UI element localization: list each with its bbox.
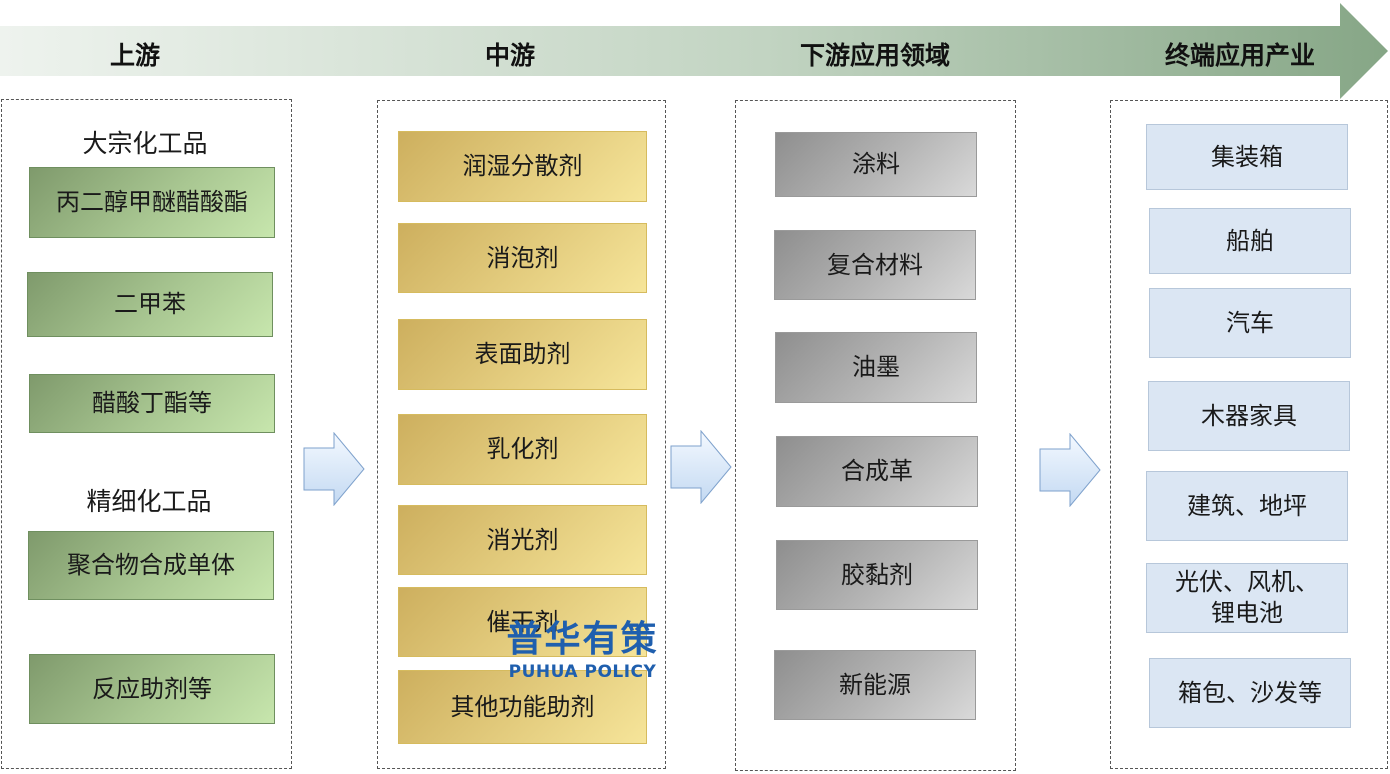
- midstream-item-emulsifier: 乳化剂: [398, 414, 647, 485]
- flow-arrow-3: [1039, 433, 1101, 507]
- midstream-column: [377, 100, 666, 769]
- upstream-group-bulk-label: 大宗化工品: [82, 129, 208, 158]
- midstream-item-surface-aid: 表面助剂: [398, 319, 647, 390]
- terminal-column: [1110, 100, 1388, 769]
- stage-title-terminal: 终端应用产业: [1164, 41, 1315, 70]
- upstream-group-fine-label: 精细化工品: [86, 487, 212, 516]
- midstream-item-other-aids: 其他功能助剂: [398, 670, 647, 744]
- flow-arrow-2: [670, 430, 732, 504]
- terminal-item-ships: 船舶: [1149, 208, 1351, 274]
- midstream-item-wetting-dispersant: 润湿分散剂: [398, 131, 647, 202]
- terminal-item-wood-furniture: 木器家具: [1148, 381, 1350, 451]
- downstream-item-new-energy: 新能源: [774, 650, 976, 720]
- flow-banner-arrow: [0, 3, 1388, 99]
- upstream-item-butyl-acetate: 醋酸丁酯等: [29, 374, 275, 433]
- upstream-item-monomer: 聚合物合成单体: [28, 531, 274, 600]
- downstream-item-adhesives: 胶黏剂: [776, 540, 978, 610]
- terminal-item-pv-wind-battery: 光伏、风机、 锂电池: [1146, 563, 1348, 633]
- terminal-item-containers: 集装箱: [1146, 124, 1348, 190]
- terminal-item-automotive: 汽车: [1149, 288, 1351, 358]
- midstream-item-defoamer: 消泡剂: [398, 223, 647, 293]
- downstream-item-coatings: 涂料: [775, 132, 977, 197]
- flow-arrow-1: [303, 432, 365, 506]
- downstream-item-synthetic-leather: 合成革: [776, 436, 978, 507]
- downstream-column: [735, 100, 1016, 771]
- downstream-item-composites: 复合材料: [774, 230, 976, 300]
- upstream-item-xylene: 二甲苯: [27, 272, 273, 337]
- upstream-item-reaction-aids: 反应助剂等: [29, 654, 275, 724]
- stage-title-midstream: 中游: [484, 41, 535, 70]
- midstream-item-matting-agent: 消光剂: [398, 505, 647, 575]
- terminal-item-construction-flooring: 建筑、地坪: [1146, 471, 1348, 541]
- upstream-column: [1, 99, 292, 769]
- midstream-item-drier: 催干剂: [398, 587, 647, 657]
- stage-title-upstream: 上游: [109, 41, 160, 70]
- stage-title-downstream: 下游应用领域: [799, 41, 950, 70]
- downstream-item-ink: 油墨: [775, 332, 977, 403]
- terminal-item-bags-sofas: 箱包、沙发等: [1149, 658, 1351, 728]
- upstream-item-pgmea: 丙二醇甲醚醋酸酯: [29, 167, 275, 238]
